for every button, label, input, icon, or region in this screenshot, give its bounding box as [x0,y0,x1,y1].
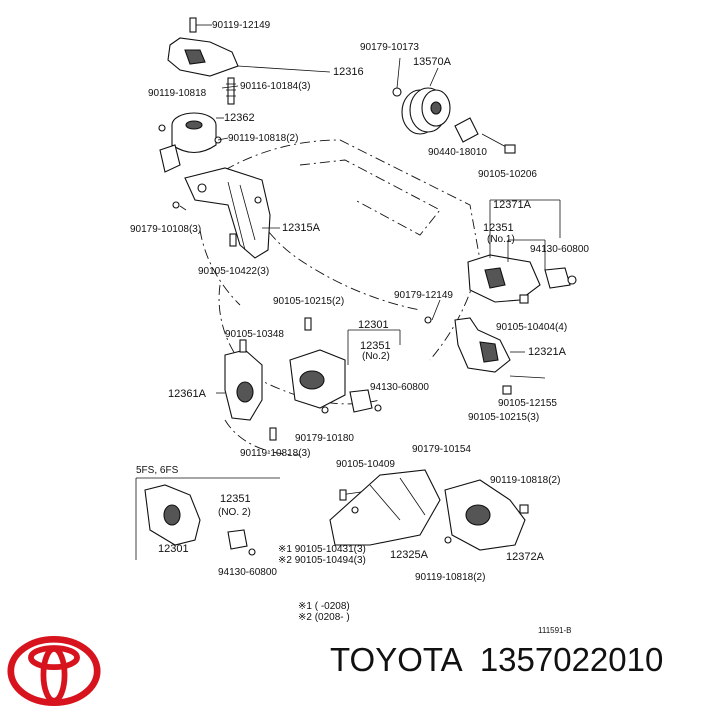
label-94130-60800-a: 94130-60800 [530,244,589,255]
label-12371A: 12371A [493,199,532,211]
label-90179-10108: 90179-10108(3) [130,224,201,235]
label-90105-10409: 90105-10409 [336,459,395,470]
footnote-2: ※2 (0208- ) [298,612,350,623]
label-90440-18010: 90440-18010 [428,147,487,158]
label-90179-10154: 90179-10154 [412,444,471,455]
mount-12372A [444,479,529,551]
label-12372A: 12372A [506,551,545,563]
label-90105-10215-2: 90105-10215(2) [273,296,344,307]
label-90105-10494: ※2 90105-10494(3) [278,555,366,566]
label-12315A: 12315A [282,222,321,234]
label-12351-no2: 12351 [360,340,391,352]
engine-mount-insulator-12362 [158,112,222,173]
mount-bracket-12361A [224,339,277,441]
leader-lines [179,24,561,394]
label-90119-10818-2: 90119-10818(2) [228,133,298,144]
mount-stud-90116 [226,77,236,105]
label-12321A: 12321A [528,346,567,358]
label-12351-no2-note: (No.2) [362,351,390,362]
label-90119-10818-3: 90119-10818(3) [240,448,310,459]
label-90105-10431: ※1 90105-10431(3) [278,544,366,555]
engine-mount-12301 [289,317,382,414]
label-90119-10818-2b: 90119-10818(2) [490,475,560,486]
label-90116-10184: 90116-10184(3) [240,81,310,92]
label-94130-60800-c: 94130-60800 [218,567,277,578]
mount-bracket-12371A [467,254,577,304]
bracket-12325A [329,469,441,546]
exploded-parts-diagram: 90119-12149 12316 90119-10818 90116-1018… [130,17,589,635]
label-90105-10215-3: 90105-10215(3) [468,412,539,423]
label-12325A: 12325A [390,549,429,561]
label-90105-10404: 90105-10404(4) [496,322,567,333]
label-90105-12155: 90105-12155 [498,398,557,409]
label-94130-60800-b: 94130-60800 [370,382,429,393]
label-12351-no1-note: (No.1) [487,234,515,245]
label-12351-no1: 12351 [483,222,514,234]
label-12301: 12301 [358,319,389,331]
label-90179-10173: 90179-10173 [360,42,419,53]
label-90119-10818-2c: 90119-10818(2) [415,572,485,583]
label-5fs-6fs: 5FS, 6FS [136,465,179,476]
label-90119-10818: 90119-10818 [148,88,207,99]
label-12301-inset: 12301 [158,543,189,555]
diagram-ref-code: 111591-B [538,626,572,635]
label-12351-inset-note: (NO. 2) [218,507,251,518]
brand-name: TOYOTA [330,641,463,678]
bracket-12321A [424,316,546,395]
toyota-logo [7,635,101,707]
upper-mount-bracket-12316 [167,17,331,77]
nut-90179-10108 [172,201,180,209]
label-90105-10422: 90105-10422(3) [198,266,269,277]
bracket-12315A [184,167,271,259]
part-labels: 90119-12149 12316 90119-10818 90116-1018… [130,20,589,635]
label-12361A: 12361A [168,388,207,400]
part-number: 1357022010 [479,641,664,678]
label-12316: 12316 [333,66,364,78]
label-13570A: 13570A [413,56,452,68]
label-90179-12149: 90179-12149 [394,290,453,301]
inset-5fs-6fs [135,477,280,560]
label-90179-10180: 90179-10180 [295,433,354,444]
label-90119-12149: 90119-12149 [212,20,271,31]
label-12351-inset: 12351 [220,493,251,505]
brand-part-number-line: TOYOTA 1357022010 [330,641,671,679]
footnote-1: ※1 ( -0208) [298,601,350,612]
label-90105-10348: 90105-10348 [225,329,284,340]
pulley-13570A [392,87,516,154]
label-12362: 12362 [224,112,255,124]
label-90105-10206: 90105-10206 [478,169,537,180]
